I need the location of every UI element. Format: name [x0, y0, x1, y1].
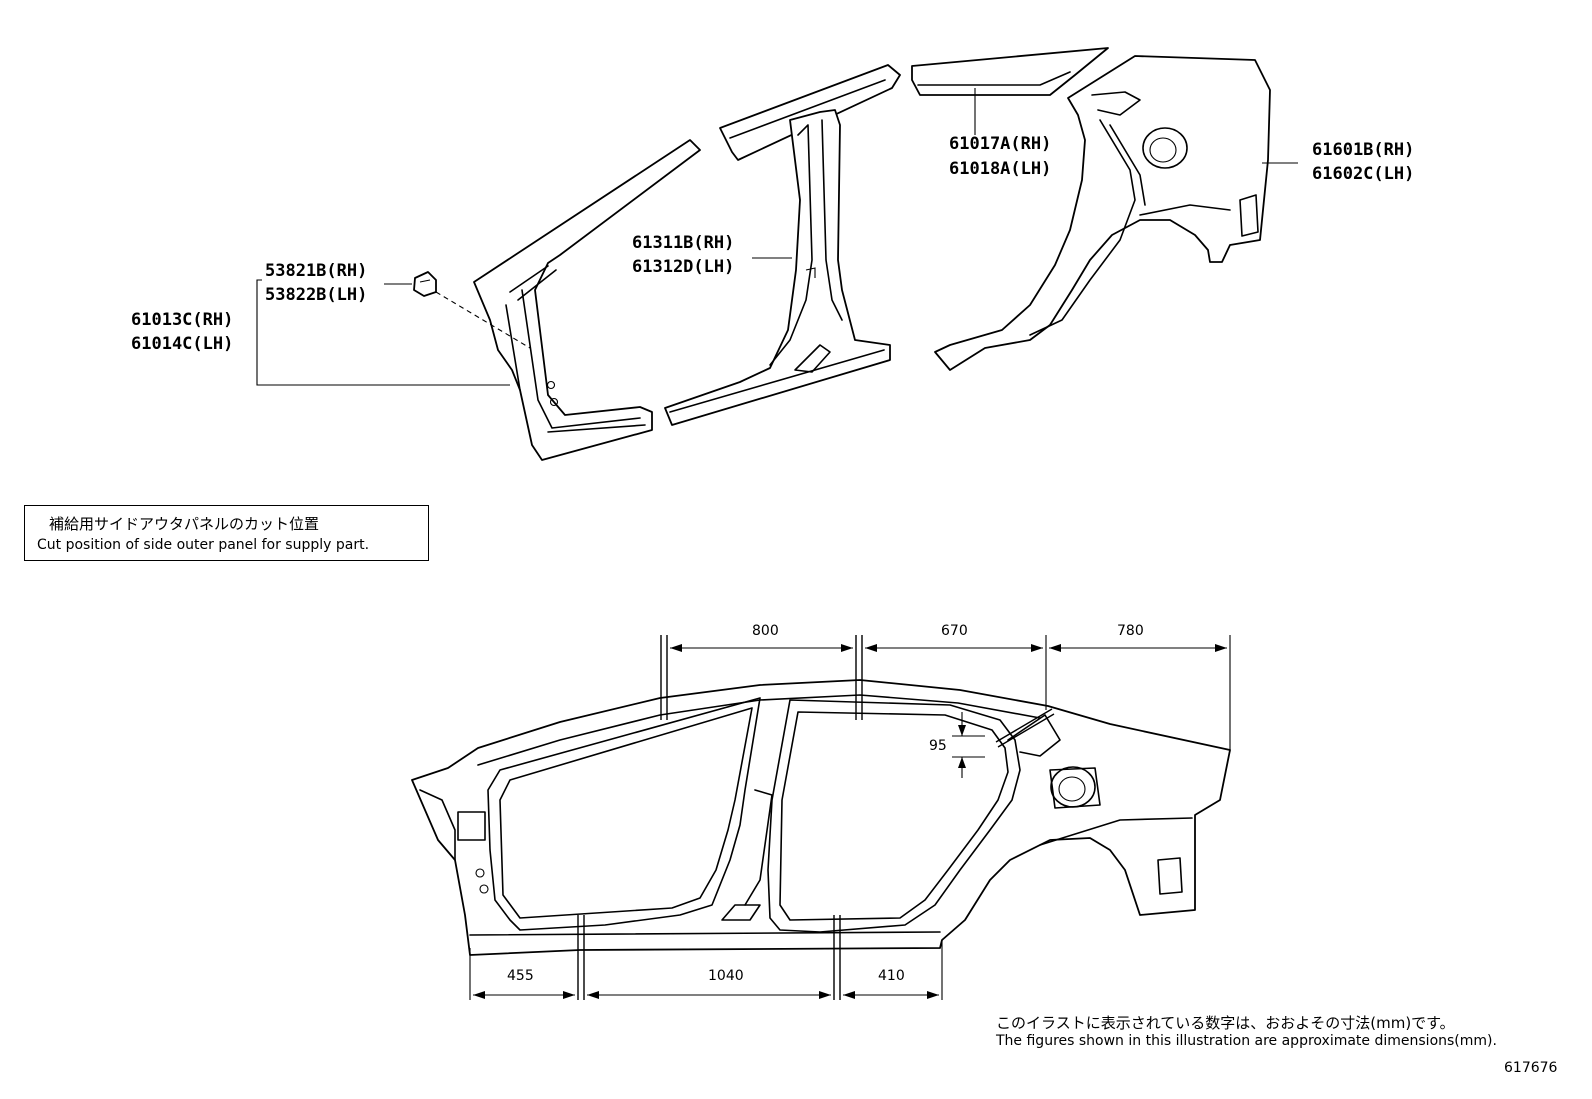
- part-61311b-rh: 61311B(RH): [632, 233, 735, 253]
- callout-english: Cut position of side outer panel for sup…: [37, 537, 370, 553]
- quarter-panel: [934, 55, 1271, 371]
- dim-label-670: 670: [941, 623, 968, 639]
- part-61013c-rh: 61013C(RH): [131, 310, 234, 330]
- part-53821b-rh: 53821B(RH): [265, 261, 368, 281]
- leader-61013c-bracket: [256, 279, 510, 386]
- front-pillar-panel: [473, 139, 701, 461]
- part-61014c-lh: 61014C(LH): [131, 334, 234, 354]
- dim-label-780: 780: [1117, 623, 1144, 639]
- part-61017a-rh: 61017A(RH): [949, 134, 1052, 154]
- footnote-japanese: このイラストに表示されている数字は、おおよその寸法(mm)です。: [996, 1014, 1455, 1032]
- figure-id: 617676: [1504, 1060, 1558, 1076]
- center-pillar-panel: [664, 109, 891, 426]
- clip-install-line: [435, 291, 531, 349]
- roof-side-inner: [911, 47, 1109, 96]
- side-outer-panel-full: [411, 679, 1231, 956]
- cut-position-callout: 補給用サイドアウタパネルのカット位置 Cut position of side …: [24, 505, 429, 561]
- dim-95: [952, 708, 1055, 778]
- part-61602c-lh: 61602C(LH): [1312, 164, 1415, 184]
- dim-label-1040: 1040: [708, 968, 744, 984]
- roof-rail-front: [719, 64, 901, 161]
- part-61601b-rh: 61601B(RH): [1312, 140, 1415, 160]
- cut-marks: [469, 635, 1231, 1000]
- part-61312d-lh: 61312D(LH): [632, 257, 735, 277]
- dim-label-410: 410: [878, 968, 905, 984]
- clip-part: [413, 271, 437, 297]
- footnote-english: The figures shown in this illustration a…: [996, 1033, 1497, 1049]
- part-53822b-lh: 53822B(LH): [265, 285, 368, 305]
- dim-lines-top: [670, 644, 1227, 652]
- callout-japanese: 補給用サイドアウタパネルのカット位置: [49, 515, 320, 533]
- dim-lines-bottom: [473, 991, 939, 999]
- dim-label-455: 455: [507, 968, 534, 984]
- dim-label-95: 95: [929, 738, 947, 754]
- dim-label-800: 800: [752, 623, 779, 639]
- part-61018a-lh: 61018A(LH): [949, 159, 1052, 179]
